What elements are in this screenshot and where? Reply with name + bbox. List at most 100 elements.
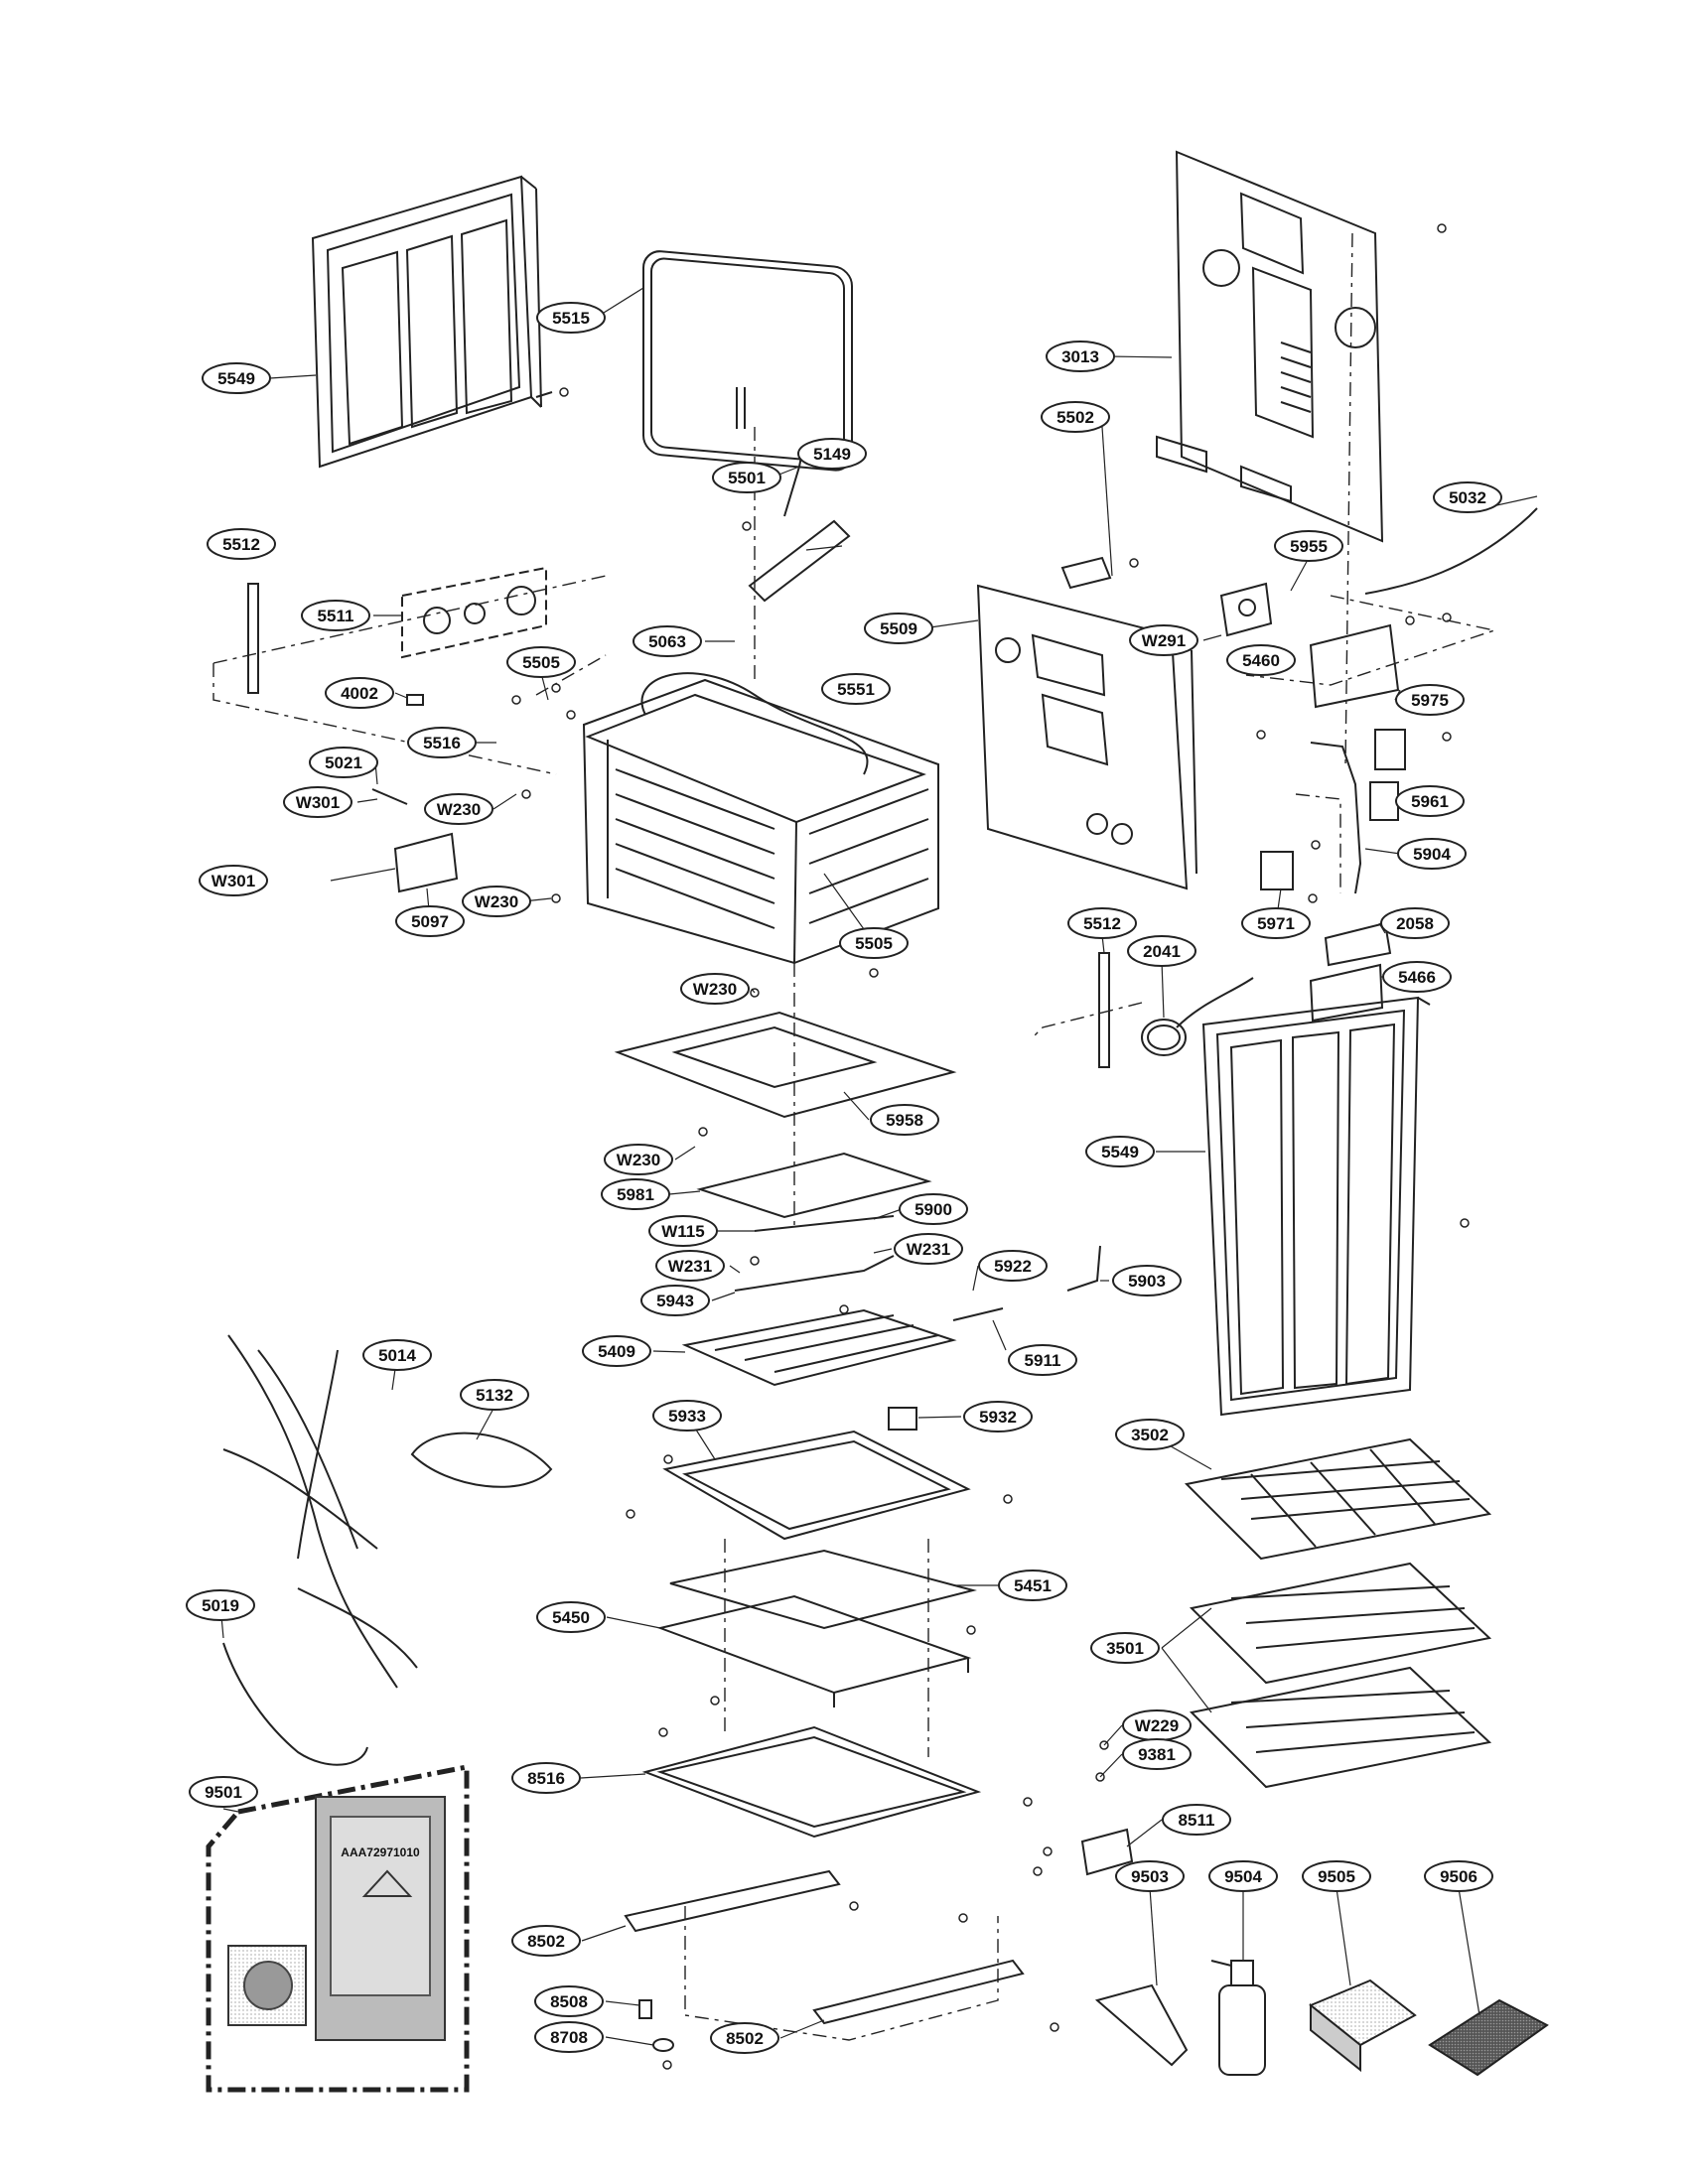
callout-bubble: [839, 927, 909, 959]
callout-label: 9505: [1318, 1867, 1355, 1886]
callout-label: 3502: [1131, 1426, 1169, 1444]
callout-bubble: [870, 1104, 939, 1136]
callout-2041: 2041: [1127, 935, 1196, 967]
callout-label: W301: [296, 793, 340, 812]
callout-label: 5515: [552, 309, 590, 328]
callout-9503: 9503: [1115, 1860, 1185, 1892]
callout-label: 8502: [726, 2029, 764, 2048]
callout-5021: 5021: [309, 747, 378, 778]
callout-bubble: [1241, 907, 1311, 939]
wire-5032-part: [1364, 507, 1538, 595]
callout-label: 5502: [1056, 408, 1094, 427]
callout-bubble: [1115, 1860, 1185, 1892]
callout-bubble: [864, 613, 933, 644]
callout-label: 5981: [617, 1185, 654, 1204]
callout-label: 4002: [341, 684, 378, 703]
screws: [511, 223, 1470, 2070]
callout-label: 5512: [222, 535, 260, 554]
callout-bubble: [407, 727, 477, 758]
base-8516-part: [641, 1725, 982, 1839]
callout-label: 5450: [552, 1608, 590, 1627]
callout-5549a: 5549: [202, 362, 271, 394]
callout-label: 5549: [1101, 1143, 1139, 1161]
callout-5958: 5958: [870, 1104, 939, 1136]
bracket-5149-part: [748, 519, 851, 603]
switch-5955-part: [1219, 582, 1273, 637]
callout-bubble: [186, 1589, 255, 1621]
callout-label: 8502: [527, 1932, 565, 1951]
callout-bubble: [1395, 785, 1465, 817]
callout-3501: 3501: [1090, 1632, 1160, 1664]
callout-bubble: [1122, 1738, 1192, 1770]
callout-label: 5509: [880, 619, 917, 638]
callout-label: 9504: [1224, 1867, 1262, 1886]
callout-label: 5903: [1128, 1272, 1166, 1291]
callout-9381: 9381: [1122, 1738, 1192, 1770]
foot-8508-part: [638, 1999, 652, 2019]
hinge-right-part: [1098, 952, 1110, 1068]
callout-label: W230: [693, 980, 737, 999]
callout-bubble: [395, 905, 465, 937]
callout-label: 5505: [855, 934, 893, 953]
callout-W231a: W231: [655, 1250, 725, 1282]
bracket-5975-part: [1309, 623, 1400, 709]
callout-bubble: [648, 1215, 718, 1247]
callout-bubble: [963, 1401, 1033, 1433]
callout-5149: 5149: [797, 438, 867, 470]
callout-8511: 8511: [1162, 1804, 1231, 1836]
callout-bubble: [1380, 907, 1450, 939]
foot-8708-part: [652, 2038, 674, 2052]
callout-bubble: [1090, 1632, 1160, 1664]
callout-9505: 9505: [1302, 1860, 1371, 1892]
callout-bubble: [797, 438, 867, 470]
callout-5551: 5551: [821, 673, 891, 705]
callout-bubble: [1085, 1136, 1155, 1167]
callout-label: 5501: [728, 469, 766, 487]
wire-harness-5014-part: [222, 1334, 418, 1689]
bottom-plate-5958-part: [614, 1011, 957, 1119]
callout-bubble: [1041, 401, 1110, 433]
rail-8502-upper-part: [624, 1869, 841, 1933]
callout-bubble: [309, 747, 378, 778]
callout-label: W230: [437, 800, 481, 819]
callout-W229: W229: [1122, 1709, 1192, 1741]
callout-bubble: [207, 528, 276, 560]
callout-bubble: [462, 886, 531, 917]
callout-bubble: [202, 362, 271, 394]
callout-5512b: 5512: [1067, 907, 1137, 939]
callout-5515: 5515: [536, 302, 606, 334]
callout-5501: 5501: [712, 462, 781, 493]
callout-bubble: [1397, 838, 1467, 870]
coil-2041-part: [1141, 977, 1254, 1056]
oven-light-part: [401, 566, 547, 659]
oven-back-wall-part: [976, 584, 1197, 890]
callout-5933: 5933: [652, 1400, 722, 1432]
callout-bubble: [301, 600, 370, 631]
callout-bubble: [604, 1144, 673, 1175]
callout-label: 5451: [1014, 1576, 1052, 1595]
insulation-5451-part: [669, 1549, 977, 1630]
spray-bottle-9504-part: [1210, 1960, 1266, 2076]
sensor-wire-part: [783, 451, 803, 517]
callout-5505a: 5505: [506, 646, 576, 678]
callout-label: 5943: [656, 1292, 694, 1310]
callout-bubble: [680, 973, 750, 1005]
installation-kit-9501: [206, 1763, 470, 2093]
callout-5911: 5911: [1008, 1344, 1077, 1376]
callout-5502: 5502: [1041, 401, 1110, 433]
callout-5516: 5516: [407, 727, 477, 758]
callout-bubble: [536, 1601, 606, 1633]
callout-W231b: W231: [894, 1233, 963, 1265]
fitting-5903-part: [1066, 1245, 1101, 1292]
callout-label: 9506: [1440, 1867, 1477, 1886]
fitting-5911-part: [952, 1307, 1004, 1321]
callout-label: 5900: [914, 1200, 952, 1219]
element-5409-part: [681, 1308, 957, 1387]
callout-label: 5149: [813, 445, 851, 464]
callout-label: 5958: [886, 1111, 923, 1130]
callout-bubble: [536, 302, 606, 334]
callout-5466: 5466: [1382, 961, 1452, 993]
callout-label: 5063: [648, 632, 686, 651]
callout-bubble: [1208, 1860, 1278, 1892]
